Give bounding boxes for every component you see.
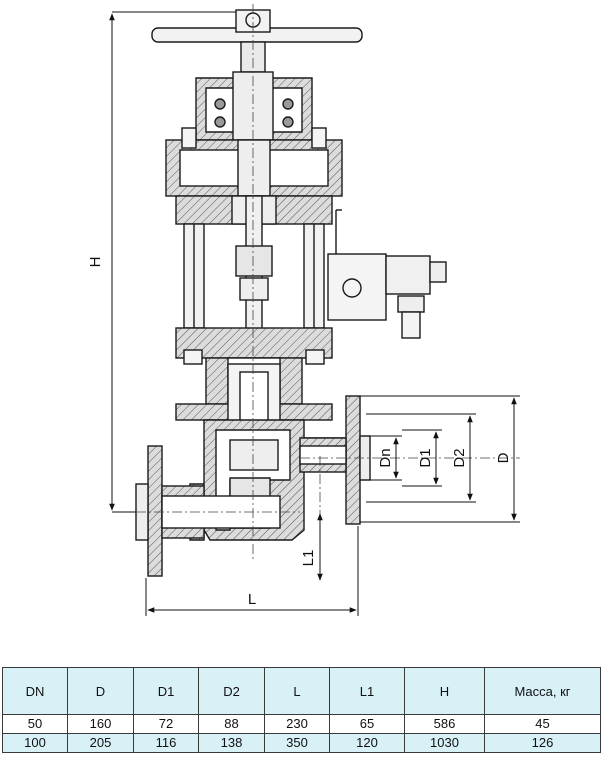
table-row: 50 160 72 88 230 65 586 45 <box>2 714 601 734</box>
dim-label-d1: D1 <box>417 448 434 467</box>
valve-drawing: H L L1 Dn D1 D2 D <box>87 4 520 616</box>
cell-d: 160 <box>67 714 134 734</box>
cell-d2: 88 <box>198 714 265 734</box>
table-header-row: DN D D1 D2 L L1 H Масса, кг <box>2 667 601 715</box>
header-l: L <box>264 667 330 715</box>
dim-label-l1: L1 <box>300 550 317 567</box>
cell-d1: 116 <box>133 733 199 753</box>
header-h: H <box>404 667 485 715</box>
header-d1: D1 <box>133 667 199 715</box>
dim-label-d: D <box>495 452 512 463</box>
cell-dn: 50 <box>2 714 68 734</box>
dim-label-dn: Dn <box>377 448 394 467</box>
header-mass: Масса, кг <box>484 667 601 715</box>
cell-l: 350 <box>264 733 330 753</box>
header-d2: D2 <box>198 667 265 715</box>
spring-housing <box>195 71 313 141</box>
cell-l: 230 <box>264 714 330 734</box>
header-l1: L1 <box>329 667 405 715</box>
dim-label-l: L <box>248 591 256 608</box>
cell-l1: 65 <box>329 714 405 734</box>
cell-h: 586 <box>404 714 485 734</box>
header-dn: DN <box>2 667 68 715</box>
dim-label-d2: D2 <box>451 448 468 467</box>
table-row: 100 205 116 138 350 120 1030 126 <box>2 733 601 753</box>
cell-l1: 120 <box>329 733 405 753</box>
cell-d: 205 <box>67 733 134 753</box>
cell-d1: 72 <box>133 714 199 734</box>
valve-stem <box>235 195 273 357</box>
dimension-lines <box>109 11 520 616</box>
cell-dn: 100 <box>2 733 68 753</box>
cell-mass: 45 <box>484 714 601 734</box>
handwheel <box>151 9 363 74</box>
cell-h: 1030 <box>404 733 485 753</box>
limit-switch-box <box>327 209 447 339</box>
outlet-flange <box>299 395 371 525</box>
dimensions-table: DN D D1 D2 L L1 H Масса, кг 50 160 72 88… <box>2 667 601 753</box>
dim-label-h: H <box>87 257 104 268</box>
cell-mass: 126 <box>484 733 601 753</box>
header-d: D <box>67 667 134 715</box>
cell-d2: 138 <box>198 733 265 753</box>
